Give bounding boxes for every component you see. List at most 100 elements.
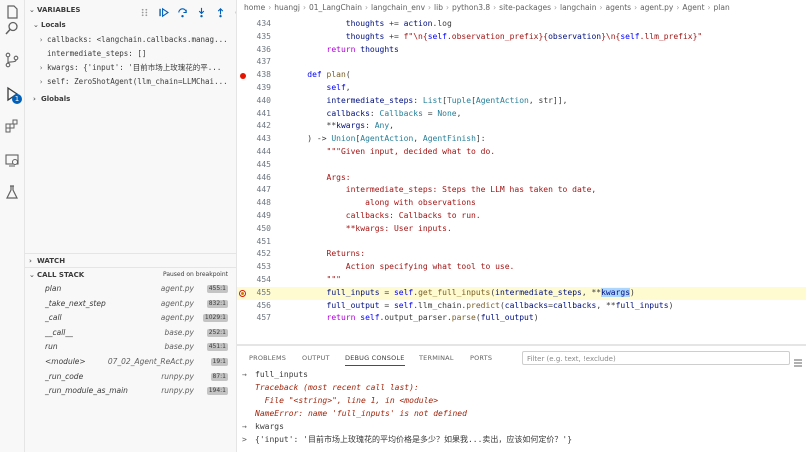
- code-line[interactable]: 438 def plan(: [237, 69, 806, 82]
- variable-kwargs[interactable]: ›kwargs: {'input': '目前市场上玫瑰花的平...: [25, 61, 236, 74]
- code-line[interactable]: 457 return self.output_parser.parse(full…: [237, 312, 806, 325]
- code-line[interactable]: 446 Args:: [237, 172, 806, 185]
- breadcrumb-item[interactable]: Agent: [682, 3, 705, 12]
- code-text: **kwargs: User inputs.: [288, 223, 452, 233]
- breadcrumb-item[interactable]: plan: [713, 3, 730, 12]
- line-number: 456: [256, 300, 271, 310]
- line-number: 450: [256, 223, 271, 233]
- testing-flask-icon[interactable]: [0, 180, 24, 204]
- code-line[interactable]: 435 thoughts += f"\n{self.observation_pr…: [237, 31, 806, 44]
- line-number: 435: [256, 31, 271, 41]
- chevron-right-icon: ›: [445, 3, 449, 12]
- code-line[interactable]: 450 **kwargs: User inputs.: [237, 223, 806, 236]
- step-over-icon[interactable]: [175, 5, 189, 19]
- code-text: thoughts += f"\n{self.observation_prefix…: [345, 31, 703, 41]
- code-line[interactable]: 456 full_output = self.llm_chain.predict…: [237, 300, 806, 313]
- continue-icon[interactable]: [156, 5, 170, 19]
- code-text: full_inputs = self.get_full_inputs(inter…: [326, 287, 635, 297]
- step-into-icon[interactable]: [194, 5, 208, 19]
- console-line: →full_inputs: [237, 369, 806, 382]
- current-breakpoint-icon[interactable]: [239, 289, 246, 297]
- variable-intermediate-steps[interactable]: intermediate_steps: []: [47, 49, 147, 58]
- globals-scope[interactable]: ›Globals: [25, 92, 236, 106]
- code-line[interactable]: 452 Returns:: [237, 248, 806, 261]
- code-text: intermediate_steps: List[Tuple[AgentActi…: [326, 95, 568, 105]
- source-control-icon[interactable]: [0, 48, 24, 72]
- console-filter-input[interactable]: Filter (e.g. text, !exclude): [522, 351, 790, 365]
- code-line[interactable]: 440 intermediate_steps: List[Tuple[Agent…: [237, 95, 806, 108]
- code-line[interactable]: 442 **kwargs: Any,: [237, 120, 806, 133]
- tab-problems[interactable]: PROBLEMS: [249, 354, 287, 362]
- frame-position: 252:1: [206, 328, 228, 337]
- breadcrumb-item[interactable]: site-packages: [499, 3, 551, 12]
- tab-debug-console[interactable]: DEBUG CONSOLE: [345, 351, 405, 366]
- variable-callbacks[interactable]: ›callbacks: <langchain.callbacks.manag..…: [25, 33, 236, 46]
- breadcrumb-item[interactable]: huangj: [274, 3, 300, 12]
- breadcrumb-item[interactable]: langchain_env: [370, 3, 426, 12]
- callstack-status: Paused on breakpoint: [162, 271, 228, 278]
- step-out-icon[interactable]: [213, 5, 227, 19]
- breadcrumb-item[interactable]: agent.py: [640, 3, 674, 12]
- search-icon[interactable]: [0, 16, 24, 40]
- drag-handle-icon[interactable]: [137, 5, 151, 19]
- code-line[interactable]: 436 return thoughts: [237, 44, 806, 57]
- frame-file: agent.py: [160, 313, 194, 323]
- watch-header[interactable]: ›WATCH: [25, 254, 236, 268]
- more-actions-icon[interactable]: [794, 353, 802, 367]
- breadcrumb-item[interactable]: langchain: [559, 3, 597, 12]
- frame-file: agent.py: [160, 284, 194, 293]
- code-line[interactable]: 437: [237, 56, 806, 69]
- chevron-right-icon: ›: [39, 64, 44, 72]
- breadcrumb-item[interactable]: agents: [605, 3, 632, 12]
- code-line[interactable]: 434 thoughts += action.log: [237, 18, 806, 31]
- code-line[interactable]: 439 self,: [237, 82, 806, 95]
- breadcrumb-item[interactable]: 01_LangChain: [308, 3, 362, 12]
- code-line[interactable]: 454 """: [237, 274, 806, 287]
- code-line[interactable]: 448 along with observations: [237, 197, 806, 210]
- line-number: 447: [256, 185, 271, 195]
- code-line[interactable]: 447 intermediate_steps: Steps the LLM ha…: [237, 184, 806, 197]
- chevron-right-icon: ›: [364, 3, 368, 12]
- breadcrumb-item[interactable]: lib: [434, 3, 443, 12]
- code-line[interactable]: 455 full_inputs = self.get_full_inputs(i…: [237, 286, 806, 300]
- remote-explorer-icon[interactable]: [0, 148, 24, 172]
- expand-chevron-icon[interactable]: >: [242, 435, 247, 444]
- run-debug-icon[interactable]: 1: [0, 82, 24, 106]
- callstack-header[interactable]: ⌄CALL STACK Paused on breakpoint: [25, 268, 236, 282]
- variable-self[interactable]: ›self: ZeroShotAgent(llm_chain=LLMChai..…: [25, 75, 236, 88]
- code-line[interactable]: 444 """Given input, decided what to do.: [237, 146, 806, 159]
- tab-terminal[interactable]: TERMINAL: [419, 354, 454, 362]
- explorer-icon[interactable]: [0, 0, 24, 24]
- breakpoint-icon[interactable]: [240, 73, 246, 80]
- activity-bar: 1: [0, 0, 25, 452]
- frame-function: _run_module_as_main: [45, 386, 128, 396]
- breadcrumb-item[interactable]: python3.8: [451, 3, 491, 12]
- line-number: 434: [256, 19, 271, 28]
- code-line[interactable]: 445: [237, 159, 806, 172]
- breadcrumb-item[interactable]: home: [244, 3, 266, 12]
- tab-output[interactable]: OUTPUT: [302, 354, 330, 362]
- code-line[interactable]: 441 callbacks: Callbacks = None,: [237, 108, 806, 121]
- code-line[interactable]: 451: [237, 236, 806, 249]
- line-number: 441: [256, 108, 271, 118]
- code-line[interactable]: 443 ) -> Union[AgentAction, AgentFinish]…: [237, 133, 806, 146]
- locals-scope[interactable]: ⌄Locals: [25, 18, 236, 32]
- tab-ports[interactable]: PORTS: [470, 354, 493, 362]
- code-line[interactable]: 449 callbacks: Callbacks to run.: [237, 210, 806, 223]
- variables-header[interactable]: ⌄VARIABLES: [25, 3, 236, 17]
- code-text: Returns:: [288, 249, 366, 259]
- frame-file: agent.py: [160, 298, 194, 308]
- code-text: ) -> Union[AgentAction, AgentFinish]:: [288, 134, 486, 144]
- extensions-icon[interactable]: [0, 114, 24, 138]
- code-line[interactable]: 453 Action specifying what tool to use.: [237, 261, 806, 274]
- frame-file: base.py: [164, 327, 194, 337]
